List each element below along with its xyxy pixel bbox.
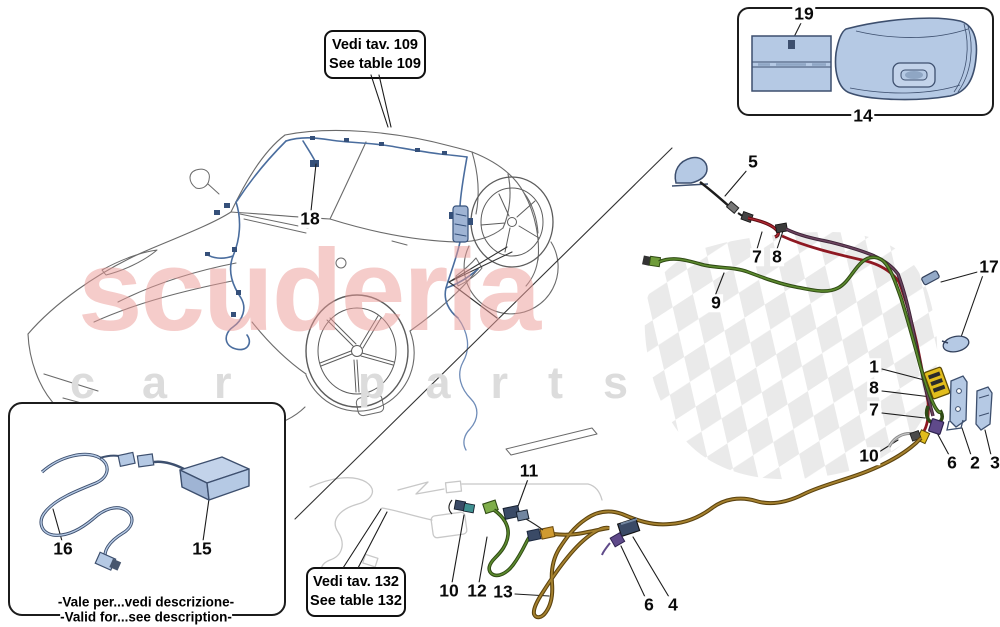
antenna-fixings-17 [921,270,970,353]
component-4-and-6 [601,517,641,556]
part-label-7-top[interactable]: 7 [750,246,764,267]
antenna-module-15 [153,456,250,501]
cover-bag-14 [834,17,978,101]
callout-109-line1: Vedi tav. 109 [332,36,418,53]
part-label-19[interactable]: 19 [792,3,816,24]
roof-antenna [671,156,745,218]
part-label-8-cluster[interactable]: 8 [867,377,881,398]
part-label-2[interactable]: 2 [968,452,982,473]
part-label-11[interactable]: 11 [517,460,541,481]
document-wallet-19 [751,35,832,92]
part-label-7-cluster[interactable]: 7 [867,399,881,420]
part-label-4[interactable]: 4 [666,594,680,615]
checkered-flag [644,231,938,480]
callout-109-line2: See table 109 [329,55,421,72]
part-label-9[interactable]: 9 [709,292,723,313]
inset-box-validity [8,402,286,616]
part-label-17[interactable]: 17 [977,256,1000,277]
wiring-harness-blue [205,136,479,451]
part-label-10-cluster[interactable]: 10 [857,445,881,466]
cable-green-9 [642,255,944,425]
part-label-8-top[interactable]: 8 [770,246,784,267]
part-label-5[interactable]: 5 [746,151,760,172]
callout-132-line1: Vedi tav. 132 [313,574,399,591]
part-label-18[interactable]: 18 [298,208,322,229]
part-label-14[interactable]: 14 [851,105,875,126]
front-wheel [305,294,409,408]
callout-132-line2: See table 132 [310,593,402,609]
detail-reference-lines [294,147,673,520]
validity-note-line1: -Vale per...vedi descrizione- [57,594,235,610]
component-11 [502,504,544,531]
callout-table-109: Vedi tav. 109 See table 109 [324,30,426,79]
connector-10-bottom [448,499,476,515]
validity-note-line2: -Valid for...see description- [60,609,232,625]
antenna-cable-16 [39,451,155,571]
cable-purple-8 [774,222,935,417]
part-label-12[interactable]: 12 [465,580,489,601]
part-label-6-cluster[interactable]: 6 [945,452,959,473]
part-label-13[interactable]: 13 [491,581,515,602]
callout-table-132: Vedi tav. 132 See table 132 [306,567,406,617]
rear-wheel [470,176,554,268]
part-label-15[interactable]: 15 [190,538,214,559]
part-label-1[interactable]: 1 [867,356,881,377]
connector-cluster [887,366,993,448]
part-label-16[interactable]: 16 [51,538,75,559]
part-label-10-bottom[interactable]: 10 [437,580,461,601]
part-label-6-bottom[interactable]: 6 [642,594,656,615]
part-label-3[interactable]: 3 [988,452,1000,473]
cable-green-12 [482,499,556,578]
cable-brown-13 [531,436,923,620]
